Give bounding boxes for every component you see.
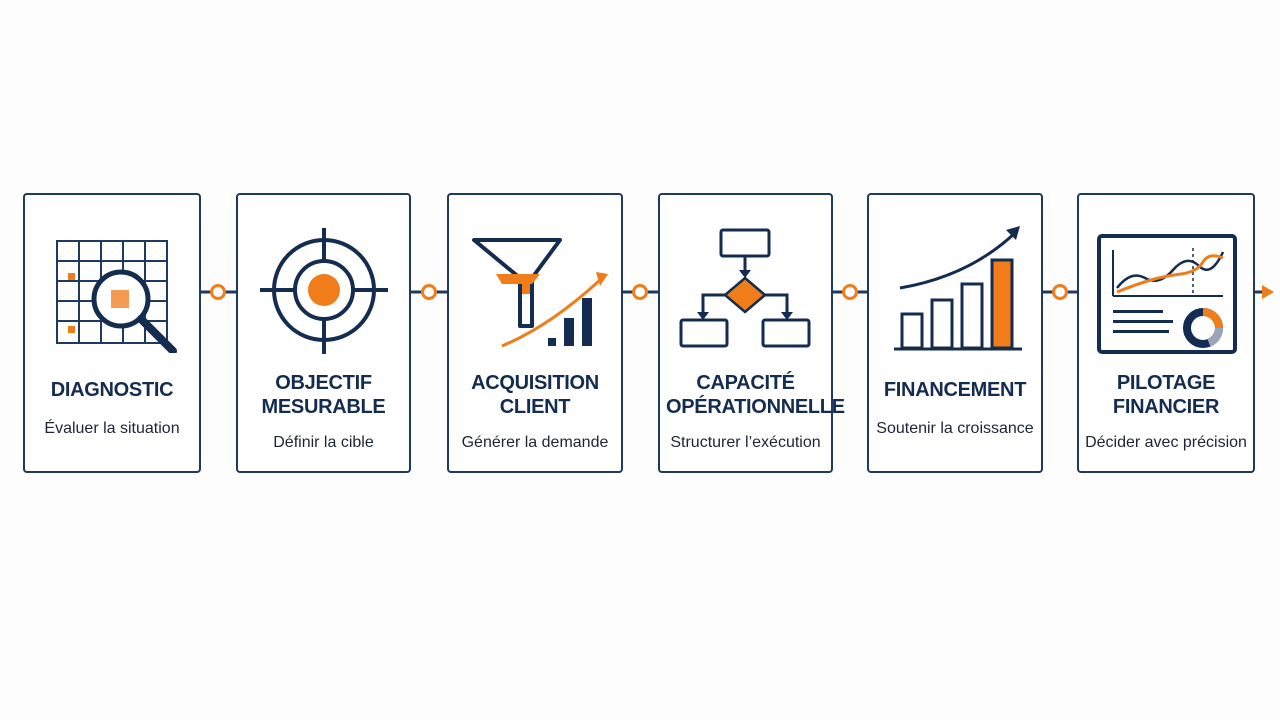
step-title-line-1: ACQUISITION xyxy=(471,372,599,394)
step-subtitle: Définir la cible xyxy=(273,434,374,451)
connector-node-2 xyxy=(421,284,437,300)
step-title-line-1: CAPACITÉ xyxy=(696,372,795,394)
connector-node-5 xyxy=(1052,284,1068,300)
arrow-head-icon xyxy=(1262,285,1274,299)
step-title-line-1: OBJECTIF xyxy=(275,372,372,394)
step-card-acquisition: ACQUISITION CLIENT Générer la demande xyxy=(447,193,623,473)
step-subtitle: Décider avec précision xyxy=(1085,434,1247,451)
step-card-diagnostic: DIAGNOSTIC Évaluer la situation xyxy=(23,193,201,473)
target-icon xyxy=(238,213,409,363)
step-title: FINANCEMENT xyxy=(883,379,1027,401)
grid-magnifier-icon xyxy=(25,213,199,363)
step-card-capacite: CAPACITÉ OPÉRATIONNELLE Structurer l’exé… xyxy=(658,193,845,473)
step-subtitle: Soutenir la croissance xyxy=(876,420,1034,437)
step-subtitle: Évaluer la situation xyxy=(44,420,180,437)
flowchart-icon xyxy=(660,213,831,363)
connector-node-4 xyxy=(842,284,858,300)
funnel-growth-icon xyxy=(449,213,621,363)
step-title-line-1: PILOTAGE xyxy=(1116,372,1216,394)
step-title: DIAGNOSTIC xyxy=(50,379,174,401)
step-title-line-2: OPÉRATIONNELLE xyxy=(666,396,845,418)
step-card-financement: FINANCEMENT Soutenir la croissance xyxy=(867,193,1043,473)
step-subtitle: Structurer l’exécution xyxy=(670,434,821,451)
growth-bar-chart-icon xyxy=(869,213,1041,363)
dashboard-icon xyxy=(1079,213,1253,363)
step-subtitle: Générer la demande xyxy=(461,434,609,451)
connector-node-1 xyxy=(210,284,226,300)
step-title-line-2: CLIENT xyxy=(499,396,571,418)
connector-node-3 xyxy=(632,284,648,300)
step-title-line-2: FINANCIER xyxy=(1112,396,1220,418)
step-card-pilotage: PILOTAGE FINANCIER Décider avec précisio… xyxy=(1077,193,1255,473)
step-title-line-2: MESURABLE xyxy=(261,396,386,418)
step-card-objectif: OBJECTIF MESURABLE Définir la cible xyxy=(236,193,411,473)
